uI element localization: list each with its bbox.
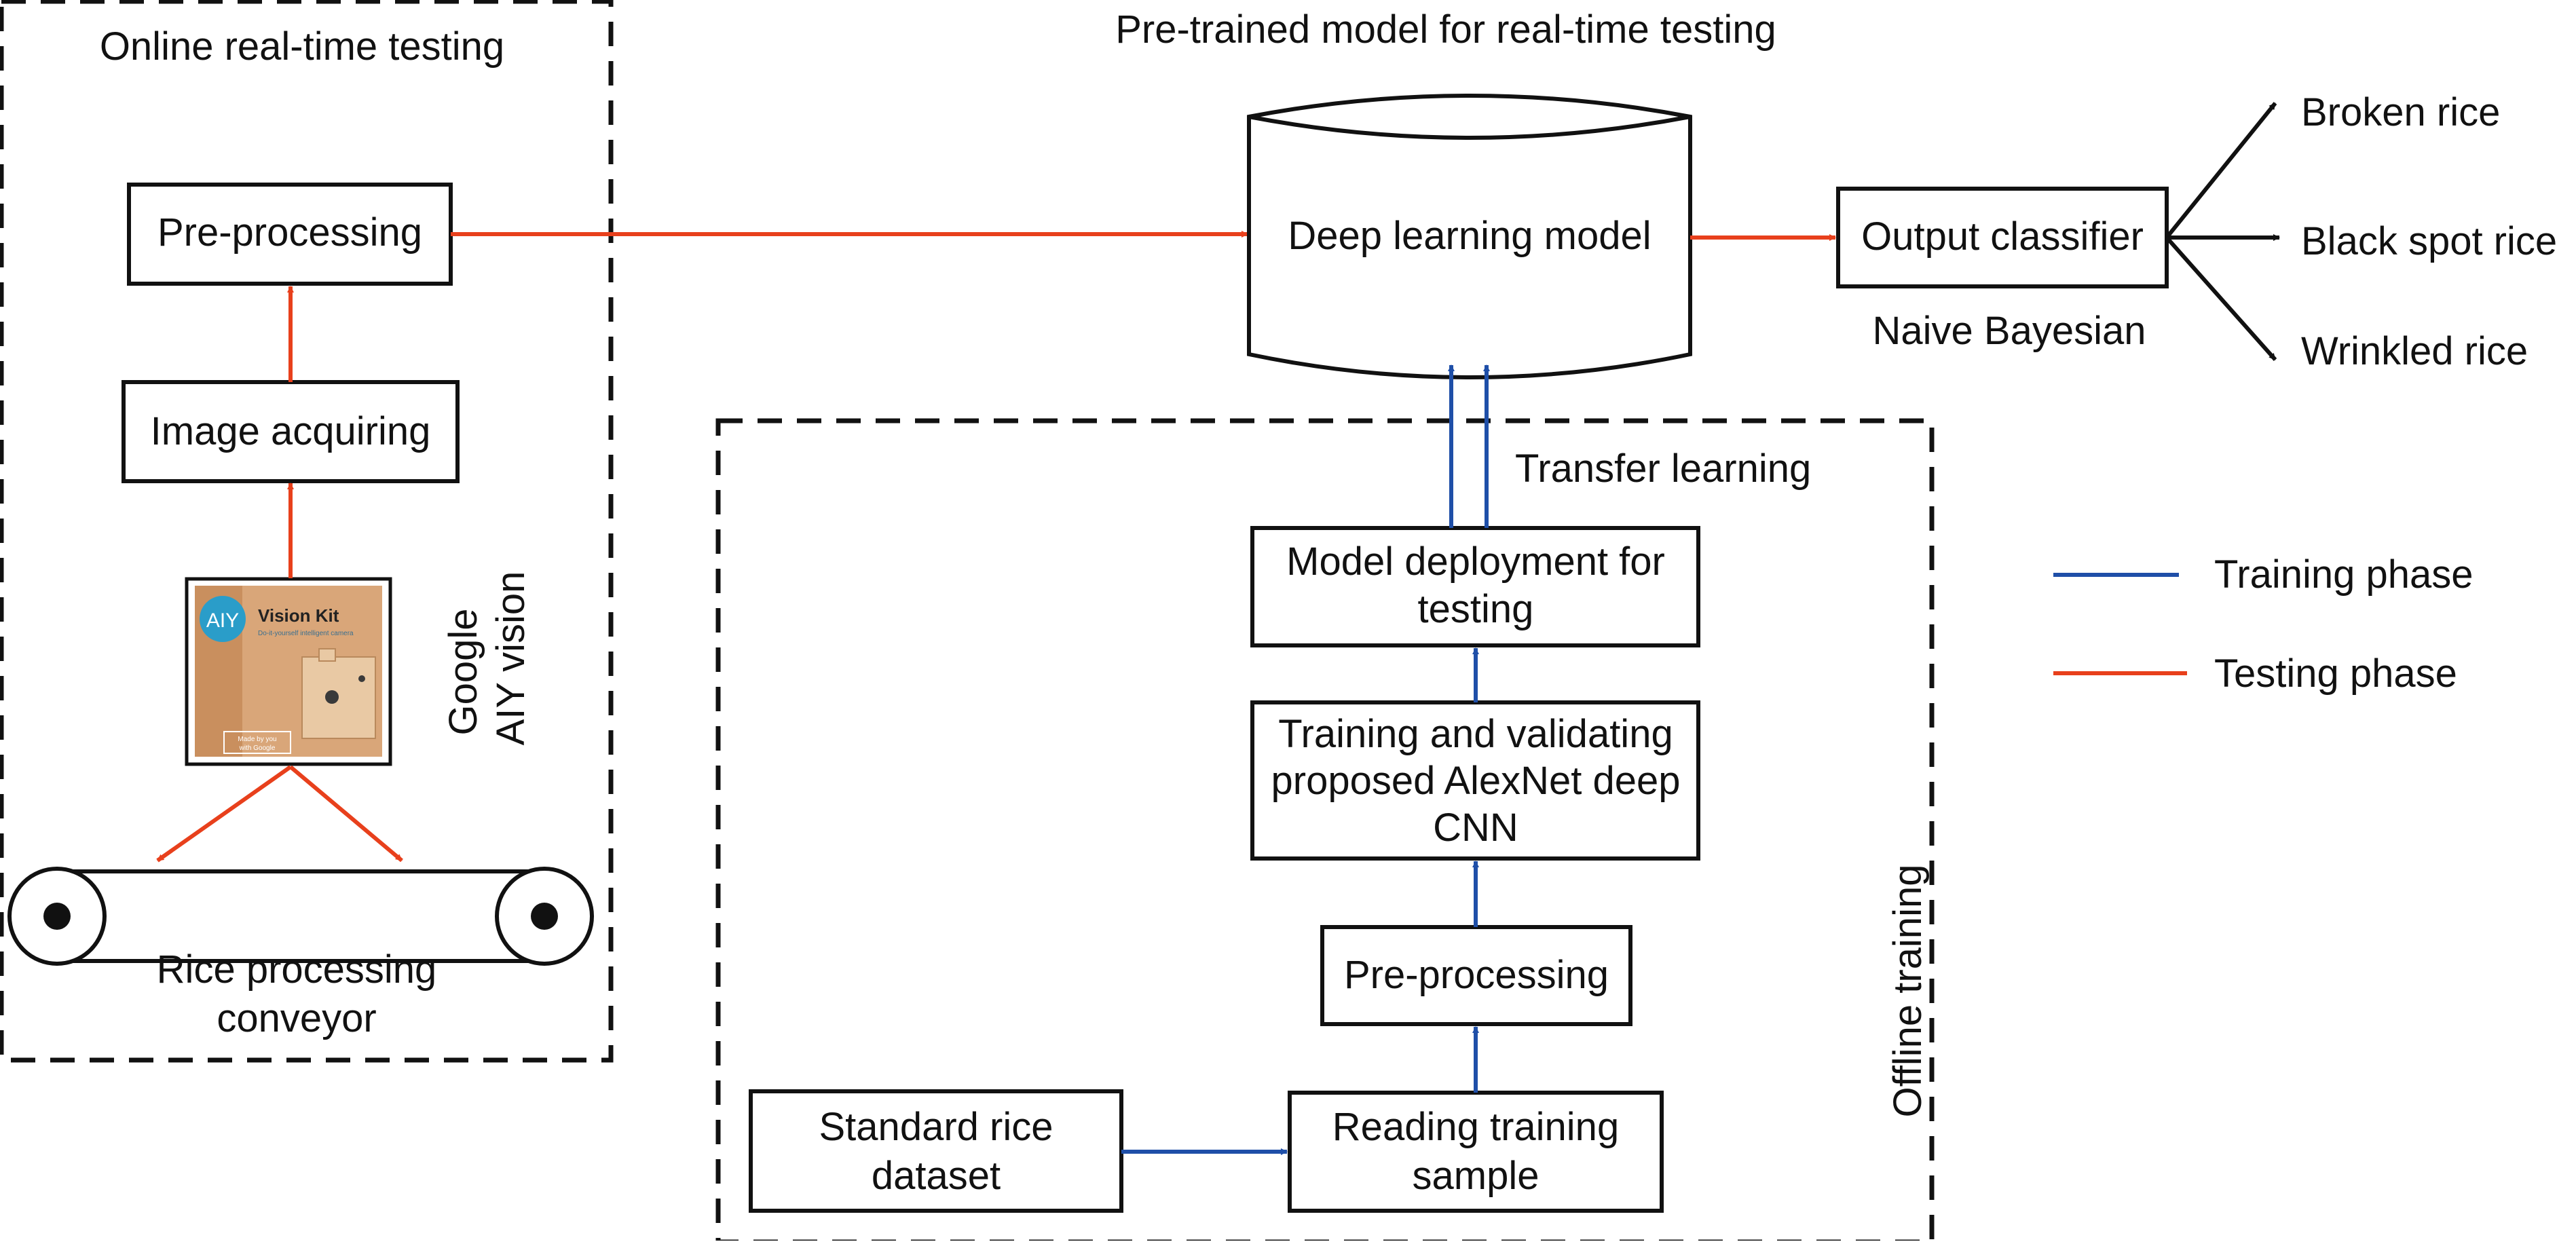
deep-learning-model-cylinder (1247, 94, 1692, 379)
vision-kit-image: AIY Vision Kit Do-it-yourself intelligen… (185, 577, 392, 766)
online-testing-title: Online real-time testing (100, 24, 504, 69)
legend: Training phase Testing phase (2053, 552, 2474, 696)
training-validating-line1: Training and validating (1278, 712, 1673, 756)
aiy-logo (200, 596, 246, 642)
training-validating-box (1250, 700, 1700, 861)
offline-preprocessing-label: Pre-processing (1344, 953, 1609, 997)
kit-title: Vision Kit (258, 605, 339, 626)
legend-testing-label: Testing phase (2214, 652, 2457, 696)
pretrained-model-title: Pre-trained model for real-time testing (1115, 7, 1776, 52)
device-label-line2: AIY vision (489, 571, 533, 746)
model-deployment-line1: Model deployment for (1286, 540, 1665, 584)
output-classifier-box (1836, 187, 2169, 288)
training-validating-line2: proposed AlexNet deep (1271, 759, 1681, 803)
standard-dataset-line1: Standard rice (819, 1105, 1053, 1149)
legend-training-label: Training phase (2214, 552, 2474, 597)
image-acquiring-box (122, 380, 460, 483)
to-broken-rice-arrow (2165, 102, 2277, 239)
deep-learning-model-label: Deep learning model (1288, 214, 1651, 258)
kit-to-conveyor-left-arrow (156, 765, 292, 863)
conveyor-label-line1: Rice processing (157, 947, 437, 992)
kit-badge-line2: with Google (239, 744, 276, 752)
output-classifier-label: Output classifier (1861, 214, 2144, 259)
aiy-logo-text: AIY (206, 609, 239, 632)
to-wrinkled-rice-arrow (2165, 236, 2277, 361)
transfer-learning-label: Transfer learning (1515, 447, 1811, 491)
standard-dataset-box (749, 1089, 1123, 1213)
kit-badge (223, 731, 291, 754)
camera-cube-icon (301, 656, 376, 739)
kit-to-conveyor-right-arrow (289, 765, 403, 863)
device-label-line1: Google (441, 608, 485, 735)
conveyor-label-line2: conveyor (217, 996, 376, 1040)
kit-subtitle: Do-it-yourself intelligent camera (258, 630, 354, 637)
kit-badge-line1: Made by you (238, 736, 276, 743)
reading-sample-line2: sample (1413, 1154, 1539, 1198)
online-testing-region (0, 0, 614, 1063)
output-broken-rice: Broken rice (2301, 90, 2500, 134)
output-wrinkled-rice: Wrinkled rice (2301, 329, 2528, 373)
model-deployment-line2: testing (1418, 587, 1534, 631)
conveyor-belt (7, 867, 594, 966)
classifier-note: Naive Bayesian (1873, 309, 2146, 353)
reading-sample-line1: Reading training (1332, 1105, 1619, 1149)
offline-training-title: Offline training (1886, 865, 1930, 1118)
reading-sample-box (1288, 1091, 1664, 1213)
online-preprocessing-box (127, 183, 453, 286)
standard-dataset-line2: dataset (872, 1154, 1001, 1198)
training-validating-line3: CNN (1433, 806, 1518, 850)
output-black-spot-rice: Black spot rice (2301, 219, 2557, 263)
model-deployment-box (1250, 526, 1700, 647)
online-preprocessing-label: Pre-processing (157, 210, 422, 255)
image-acquiring-label: Image acquiring (151, 409, 431, 453)
offline-preprocessing-box (1320, 925, 1632, 1026)
